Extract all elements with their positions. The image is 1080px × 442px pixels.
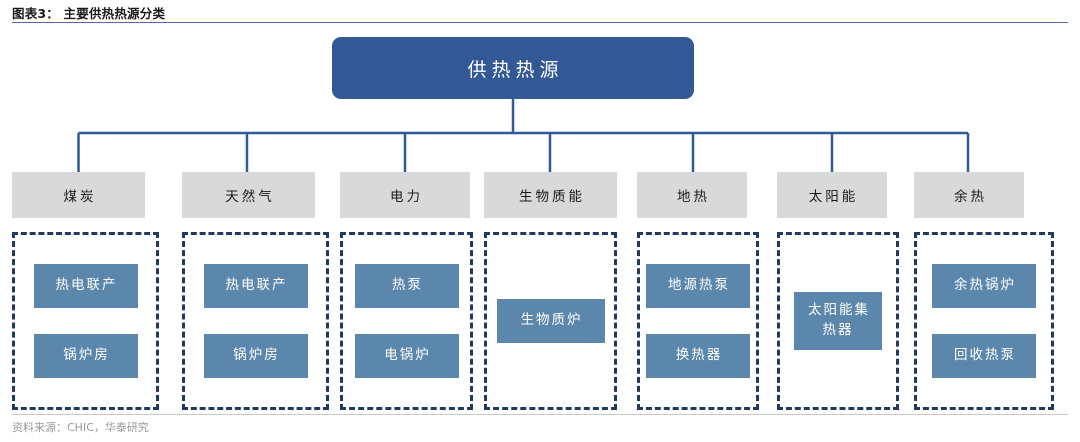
leaf-label: 锅炉房 — [233, 347, 280, 364]
category-label-solar: 太阳能 — [808, 189, 859, 205]
leaf-box[interactable]: 热泵 — [354, 264, 459, 308]
leaf-box[interactable]: 回收热泵 — [932, 334, 1036, 378]
leaf-box[interactable]: 锅炉房 — [33, 334, 138, 378]
leaf-box[interactable]: 生物质炉 — [496, 299, 605, 343]
chart-header: 图表3： 主要供热热源分类 — [0, 0, 1080, 24]
leaf-box[interactable]: 余热锅炉 — [932, 264, 1036, 308]
category-group-electricity: 热泵 电锅炉 — [340, 232, 473, 410]
category-header-solar[interactable]: 太阳能 — [777, 172, 887, 218]
category-header-natural-gas[interactable]: 天然气 — [182, 172, 315, 218]
leaf-box[interactable]: 热电联产 — [203, 264, 308, 308]
leaf-label: 生物质炉 — [520, 312, 583, 329]
category-label-biomass: 生物质能 — [519, 189, 585, 205]
category-group-solar: 太阳能集热器 — [777, 232, 899, 410]
root-node-heat-source[interactable]: 供热热源 — [332, 37, 694, 99]
page-title: 图表3： 主要供热热源分类 — [12, 6, 166, 21]
leaf-label: 余热锅炉 — [954, 277, 1016, 294]
category-label-natural-gas: 天然气 — [225, 189, 275, 205]
category-header-waste-heat[interactable]: 余热 — [914, 172, 1024, 218]
leaf-box[interactable]: 锅炉房 — [203, 334, 308, 378]
leaf-label: 热电联产 — [225, 277, 288, 294]
category-group-biomass: 生物质炉 — [484, 232, 617, 410]
leaf-box[interactable]: 换热器 — [646, 334, 750, 378]
leaf-box[interactable]: 太阳能集热器 — [794, 292, 882, 350]
leaf-label: 热泵 — [392, 277, 423, 294]
category-group-coal: 热电联产 锅炉房 — [12, 232, 159, 410]
category-label-waste-heat: 余热 — [954, 189, 987, 205]
leaf-label: 热电联产 — [55, 277, 118, 294]
leaf-box[interactable]: 热电联产 — [33, 264, 138, 308]
category-label-coal: 煤炭 — [63, 189, 97, 205]
category-group-waste-heat: 余热锅炉 回收热泵 — [914, 232, 1054, 410]
leaf-label: 地源热泵 — [668, 277, 730, 294]
root-node-label: 供热热源 — [467, 58, 564, 81]
category-header-coal[interactable]: 煤炭 — [12, 172, 145, 218]
leaf-label: 太阳能集热器 — [808, 302, 870, 338]
category-header-biomass[interactable]: 生物质能 — [484, 172, 617, 218]
category-group-natural-gas: 热电联产 锅炉房 — [182, 232, 329, 410]
leaf-box[interactable]: 地源热泵 — [646, 264, 750, 308]
leaf-box[interactable]: 电锅炉 — [354, 334, 459, 378]
heat-source-tree-diagram: 供热热源 煤炭 热电联产 锅炉房 天然气 热电联产 锅炉房 — [0, 24, 1080, 414]
leaf-label: 换热器 — [675, 347, 723, 364]
source-note: 资料来源：CHIC，华泰研究 — [12, 421, 149, 434]
leaf-label: 回收热泵 — [954, 347, 1016, 364]
category-group-geothermal: 地源热泵 换热器 — [637, 232, 759, 410]
category-header-electricity[interactable]: 电力 — [340, 172, 470, 218]
category-label-electricity: 电力 — [390, 189, 423, 205]
category-header-geothermal[interactable]: 地热 — [637, 172, 747, 218]
leaf-label: 锅炉房 — [63, 347, 110, 364]
connector-lines — [77, 99, 970, 172]
header-divider — [12, 22, 1068, 23]
leaf-label: 电锅炉 — [384, 347, 431, 364]
category-label-geothermal: 地热 — [677, 189, 710, 205]
footer-divider — [12, 414, 1068, 415]
